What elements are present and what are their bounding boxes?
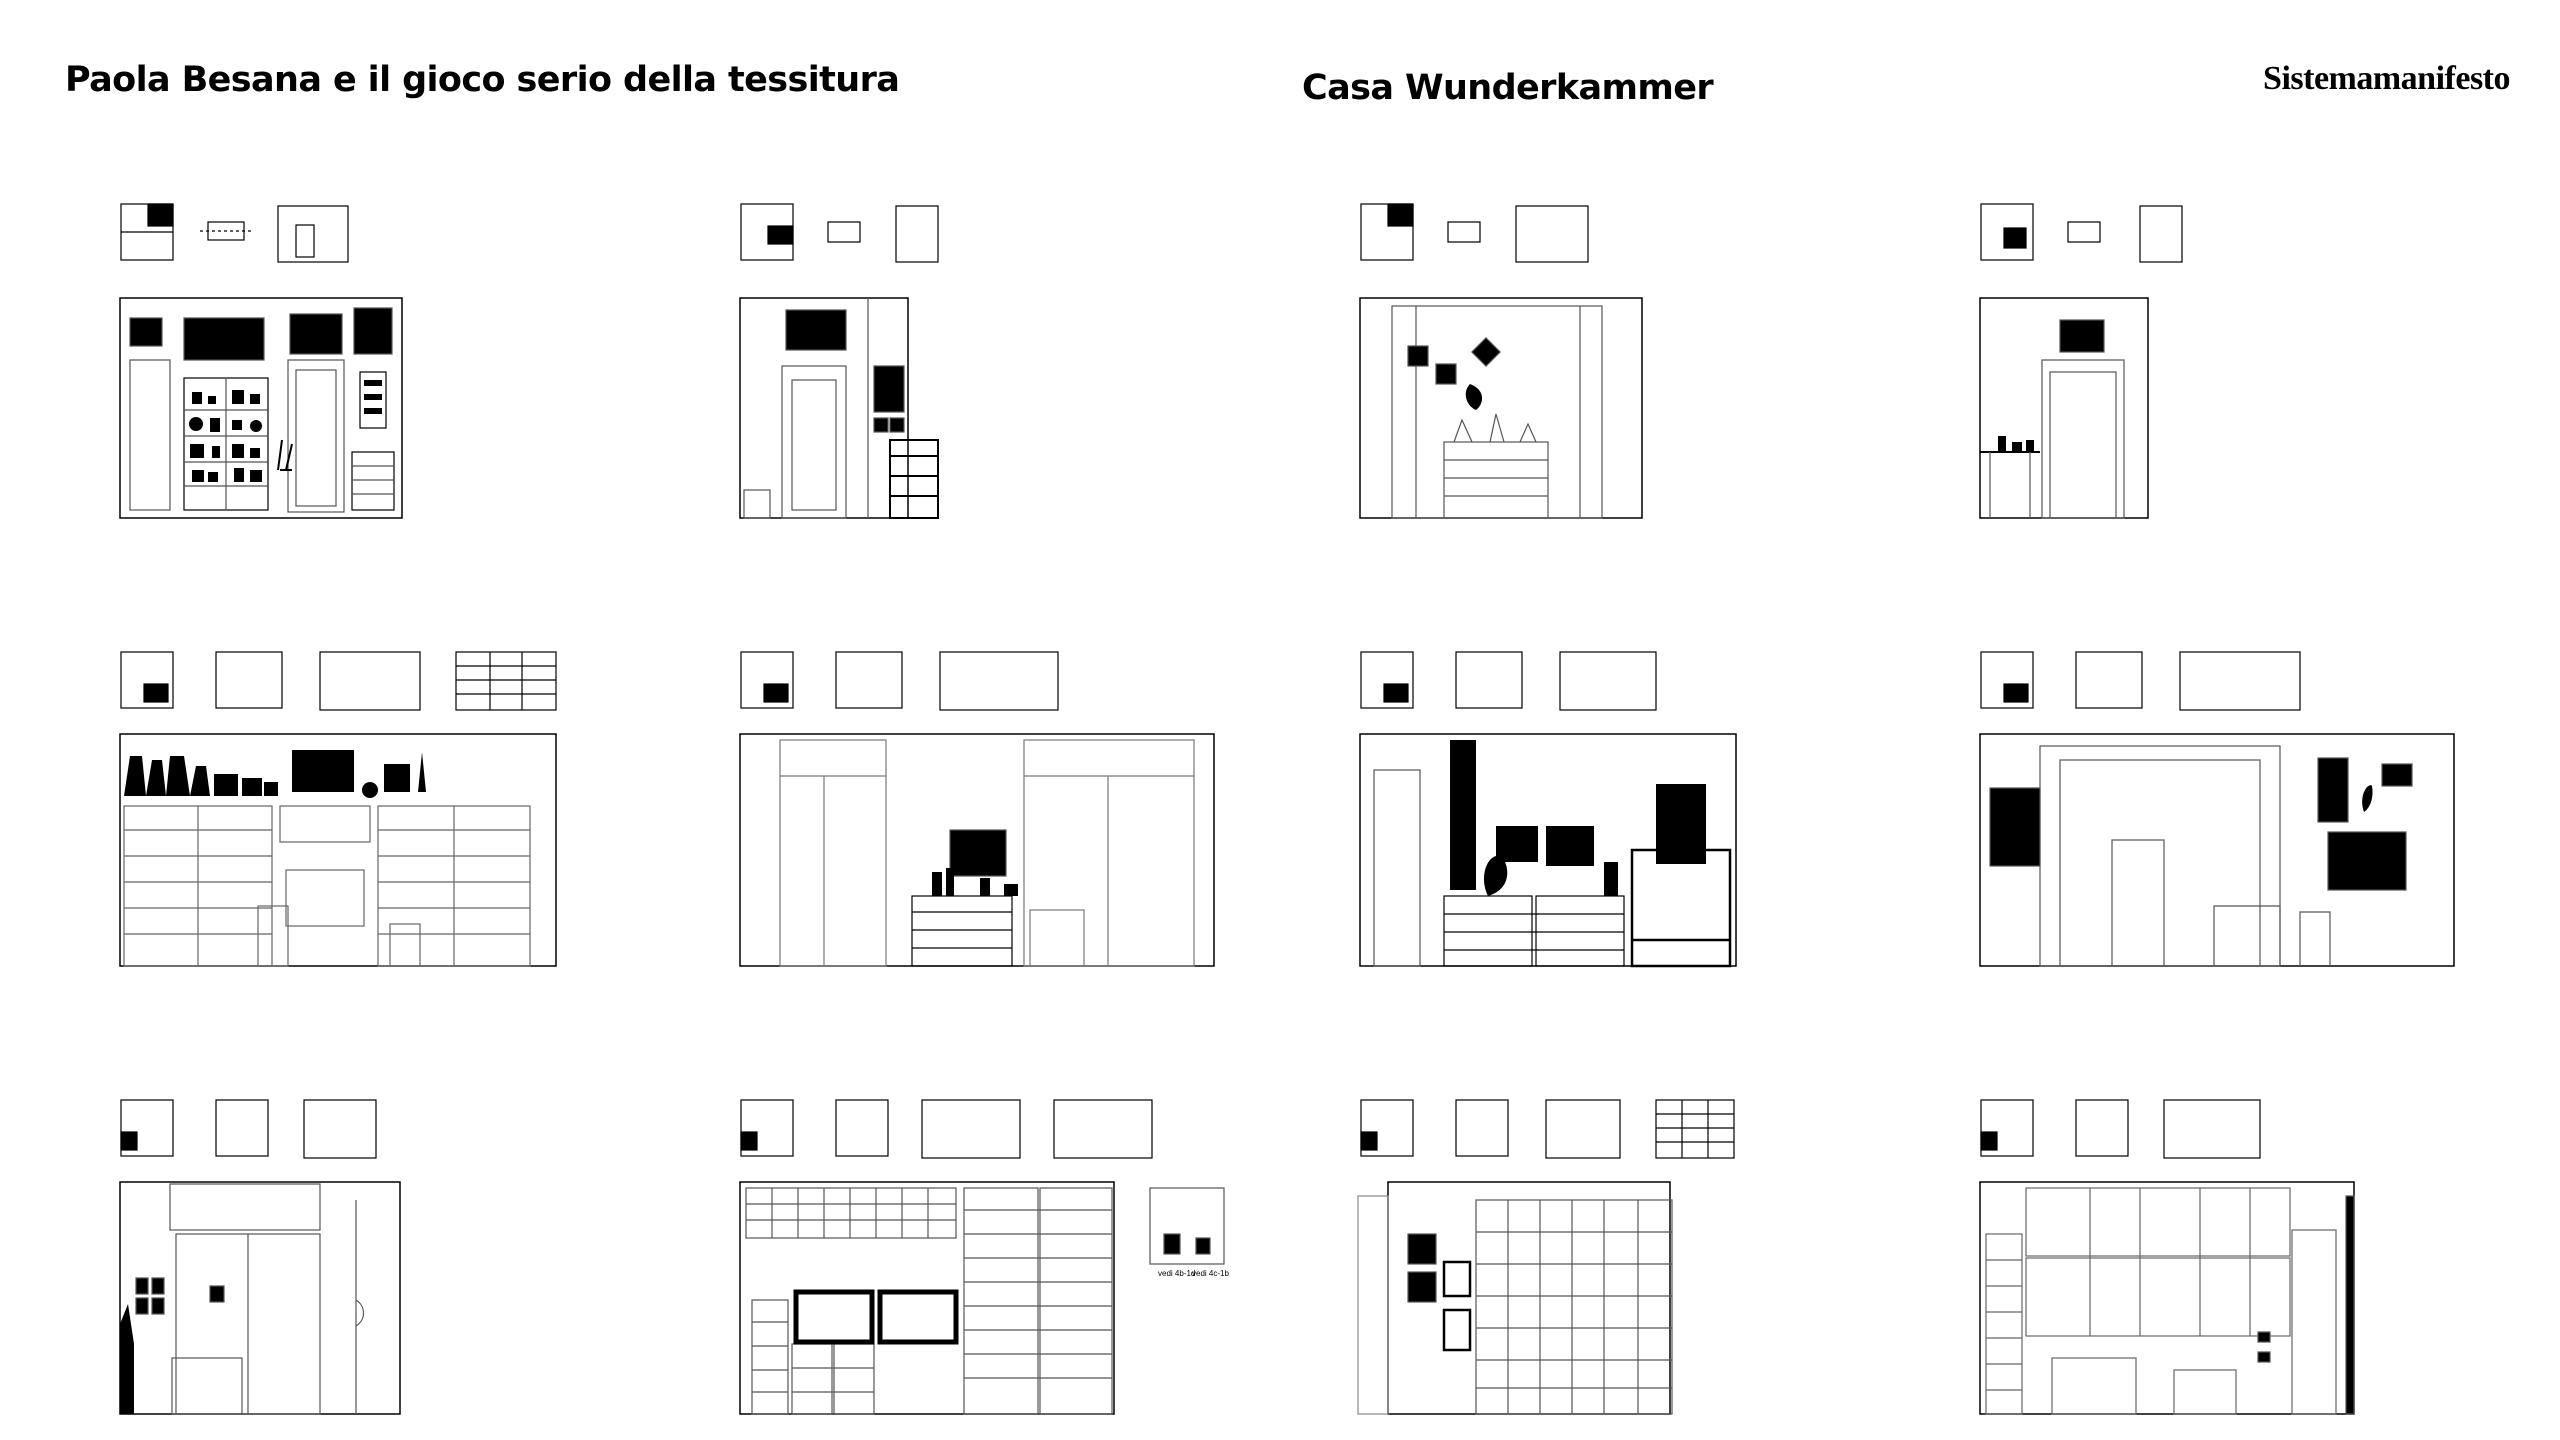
note-text-2: vedi 4c-1b — [1192, 1269, 1229, 1278]
plan-key-icon — [1360, 203, 1414, 261]
plan-key-icon — [1360, 1099, 1414, 1157]
section-key-icon — [215, 1099, 269, 1157]
elevation-frame — [1359, 297, 1643, 519]
panel-p3[interactable] — [1359, 203, 1643, 519]
wall-thumbnail — [1545, 1099, 1621, 1159]
panel-p9[interactable] — [119, 1099, 401, 1415]
plan-key-icon — [1980, 1099, 2034, 1157]
panel-p10[interactable]: vedi 4b-1d vedi 4c-1b — [739, 1099, 1229, 1415]
section-key-icon — [2067, 221, 2101, 243]
section-key-icon — [215, 651, 283, 709]
wall-thumbnail — [303, 1099, 377, 1159]
section-key-icon — [1447, 221, 1481, 243]
wall-thumbnail — [277, 205, 349, 263]
plan-key-icon — [1980, 651, 2034, 709]
panel-p1[interactable] — [119, 203, 403, 519]
wall-thumbnail — [319, 651, 421, 711]
wall-thumbnail — [895, 205, 939, 263]
plan-key-icon — [120, 1099, 174, 1157]
panel-p12[interactable] — [1979, 1099, 2355, 1415]
section-key-icon — [1455, 651, 1523, 709]
section-key-icon — [200, 221, 252, 241]
panel-p11[interactable] — [1357, 1099, 1735, 1415]
panel-p8[interactable] — [1979, 651, 2455, 967]
note-text-1: vedi 4b-1d — [1158, 1269, 1195, 1278]
elevation-frame — [119, 733, 557, 967]
plan-key-icon — [1360, 651, 1414, 709]
page-title: Paola Besana e il gioco serio della tess… — [65, 60, 900, 100]
plan-key-icon — [1980, 203, 2034, 261]
panel-p5[interactable] — [119, 651, 557, 967]
wall-thumbnail — [2163, 1099, 2261, 1159]
section-key-icon — [835, 651, 903, 709]
elevation-frame — [1979, 1181, 2355, 1415]
elevation-frame — [119, 297, 403, 519]
section-key-icon — [2075, 1099, 2129, 1157]
section-key-icon — [1455, 1099, 1509, 1157]
plan-key-icon — [740, 1099, 794, 1157]
plan-key-icon — [120, 651, 174, 709]
elevation-frame — [739, 1181, 1115, 1415]
panel-p2[interactable] — [739, 203, 939, 519]
wall-thumbnail — [2179, 651, 2301, 711]
wall-thumbnail — [2139, 205, 2183, 263]
section-key-icon — [827, 221, 861, 243]
section-key-icon — [835, 1099, 889, 1157]
plan-key-icon — [120, 203, 174, 261]
wall-thumbnail — [921, 1099, 1021, 1159]
plan-key-icon — [740, 203, 794, 261]
panel-p7[interactable] — [1359, 651, 1737, 968]
wall-thumbnail — [1053, 1099, 1153, 1159]
panel-p4[interactable] — [1979, 203, 2183, 519]
panel-p6[interactable] — [739, 651, 1215, 967]
legend-table — [1655, 1099, 1735, 1159]
section-key-icon — [2075, 651, 2143, 709]
section-title: Casa Wunderkammer — [1302, 68, 1714, 108]
legend-table — [455, 651, 557, 711]
brand-logo[interactable]: Sistemamanifesto — [2263, 60, 2510, 97]
plan-key-icon — [740, 651, 794, 709]
wall-thumbnail — [939, 651, 1059, 711]
wall-thumbnail — [1515, 205, 1589, 263]
wall-thumbnail — [1559, 651, 1657, 711]
